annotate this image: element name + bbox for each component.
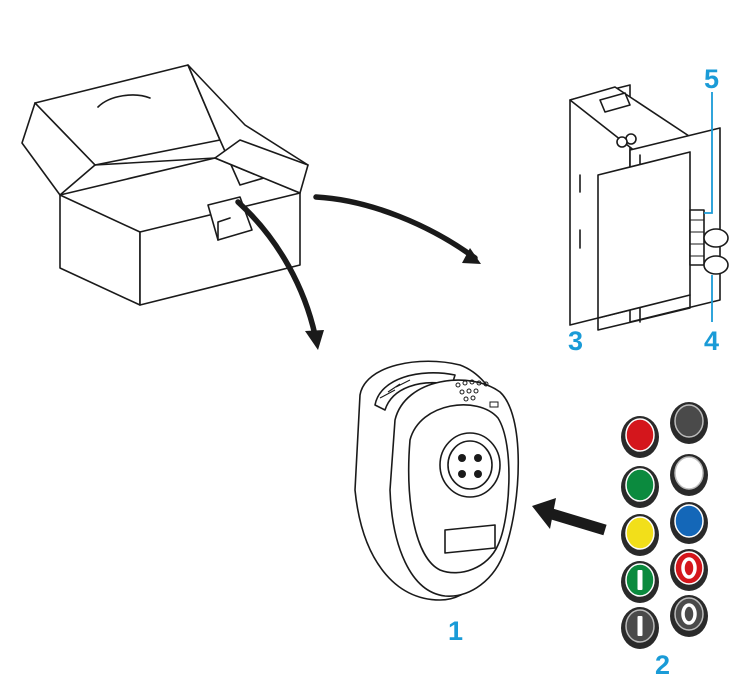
cap-grey-stop bbox=[670, 595, 708, 637]
open-box-illustration bbox=[21, 64, 309, 306]
cap-green-start bbox=[621, 561, 659, 603]
callout-5-leader bbox=[704, 92, 713, 214]
cap-red bbox=[621, 416, 659, 458]
callout-4: 4 bbox=[704, 326, 719, 356]
cap-white bbox=[670, 454, 708, 496]
callout-2: 2 bbox=[655, 650, 670, 680]
interchangeable-caps bbox=[621, 402, 708, 649]
cap-blue bbox=[670, 502, 708, 544]
arrow-caps-to-button bbox=[532, 498, 607, 536]
din-rail-power-module bbox=[569, 84, 729, 331]
cap-dark-grey bbox=[670, 402, 708, 444]
callout-5: 5 bbox=[704, 64, 719, 94]
wireless-push-button-head bbox=[354, 360, 520, 601]
callout-3: 3 bbox=[568, 326, 583, 356]
cap-grey-start bbox=[621, 607, 659, 649]
cap-red-stop bbox=[670, 549, 708, 591]
arrow-to-power-supply bbox=[313, 194, 481, 264]
callout-1: 1 bbox=[448, 616, 463, 646]
cap-yellow bbox=[621, 514, 659, 556]
arrow-to-push-button bbox=[235, 199, 324, 350]
cap-green bbox=[621, 466, 659, 508]
